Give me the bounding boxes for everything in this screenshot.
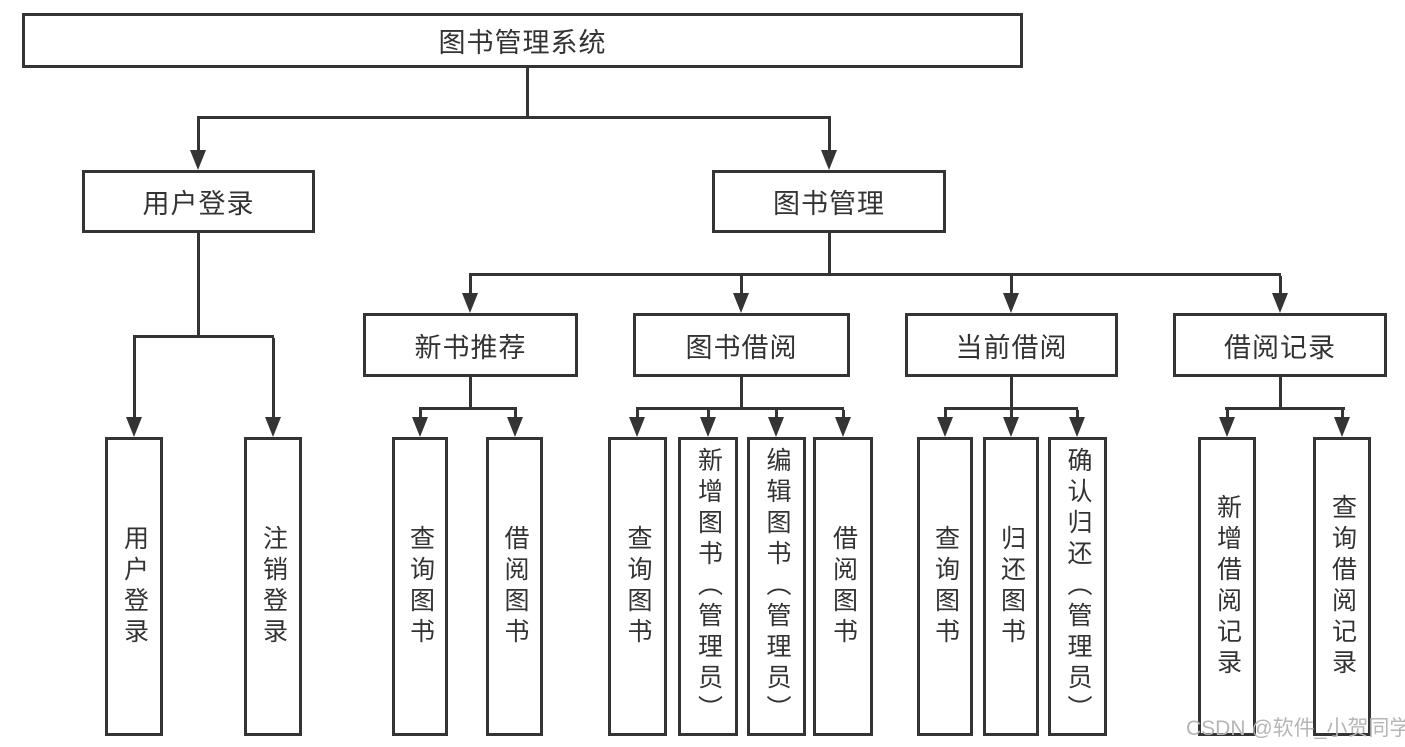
connector-line xyxy=(514,410,517,417)
node-label: 借阅图书 xyxy=(501,524,529,649)
node-leaf-return-book: 归还图书 xyxy=(983,437,1039,736)
node-label: 查询图书 xyxy=(624,524,652,649)
connector-line xyxy=(944,407,1078,410)
node-leaf-query-books: 查询图书 xyxy=(917,437,973,736)
node-label: 编辑图书（管理员） xyxy=(763,447,791,726)
connector-line xyxy=(828,119,831,150)
connector-line xyxy=(828,233,831,276)
connector-line xyxy=(133,338,136,417)
arrowhead xyxy=(733,293,749,313)
connector-line xyxy=(272,338,275,417)
arrowhead xyxy=(629,417,645,437)
connector-line xyxy=(775,410,778,417)
node-leaf-edit-book-admin: 编辑图书（管理员） xyxy=(747,437,806,736)
connector-line xyxy=(1225,407,1345,410)
arrowhead xyxy=(821,150,837,170)
connector-line xyxy=(197,116,831,119)
node-label: 新增图书（管理员） xyxy=(694,447,723,726)
node-leaf-borrow-books: 借阅图书 xyxy=(813,437,873,736)
arrowhead xyxy=(265,417,281,437)
node-library-management-system: 图书管理系统 xyxy=(22,13,1023,68)
arrowhead xyxy=(1003,293,1019,313)
csdn-watermark: CSDN @软件_小贺同学 xyxy=(1186,717,1405,740)
connector-line xyxy=(419,407,517,410)
connector-line xyxy=(526,68,529,119)
connector-line xyxy=(1010,377,1013,410)
node-book-management: 图书管理 xyxy=(712,170,946,233)
connector-line xyxy=(1226,410,1229,417)
node-user-login: 用户登录 xyxy=(82,170,315,233)
connector-line xyxy=(740,276,743,293)
arrowhead xyxy=(1219,417,1235,437)
node-label: 查询图书 xyxy=(406,524,435,649)
connector-line xyxy=(197,233,200,337)
node-book-borrowing: 图书借阅 xyxy=(633,313,850,377)
arrowhead xyxy=(835,417,851,437)
connector-line xyxy=(707,410,710,417)
connector-line xyxy=(197,119,200,150)
connector-line xyxy=(636,407,844,410)
connector-line xyxy=(1010,410,1013,417)
arrowhead xyxy=(700,417,716,437)
node-label: 查询借阅记录 xyxy=(1328,493,1357,680)
node-borrowing-records: 借阅记录 xyxy=(1173,313,1387,377)
node-label: 图书管理 xyxy=(773,189,885,219)
connector-line xyxy=(636,410,639,417)
connector-line xyxy=(133,335,274,338)
connector-line xyxy=(469,273,1281,276)
arrowhead xyxy=(1003,417,1019,437)
node-leaf-add-book-admin: 新增图书（管理员） xyxy=(678,437,738,736)
arrowhead xyxy=(937,417,953,437)
node-leaf-query-books: 查询图书 xyxy=(608,437,667,736)
connector-line xyxy=(1341,410,1344,417)
node-label: 图书借阅 xyxy=(685,332,798,363)
node-label: 归还图书 xyxy=(997,524,1026,649)
connector-line xyxy=(1076,410,1079,417)
node-label: 查询图书 xyxy=(931,524,960,649)
node-new-book-recommendation: 新书推荐 xyxy=(363,313,578,377)
node-label: 新增借阅记录 xyxy=(1213,493,1242,680)
node-label: 确认归还（管理员） xyxy=(1064,447,1092,726)
connector-line xyxy=(1010,276,1013,293)
arrowhead xyxy=(1334,417,1350,437)
node-leaf-borrow-books: 借阅图书 xyxy=(486,437,543,736)
connector-line xyxy=(469,276,472,293)
node-label: 注销登录 xyxy=(259,524,288,649)
arrowhead xyxy=(1069,417,1085,437)
node-label: 借阅图书 xyxy=(829,524,858,649)
node-label: 图书管理系统 xyxy=(438,28,607,58)
arrowhead xyxy=(412,417,428,437)
connector-line xyxy=(1279,377,1282,410)
node-leaf-user-login: 用户登录 xyxy=(105,437,163,736)
node-label: 新书推荐 xyxy=(414,332,527,363)
node-label: 用户登录 xyxy=(142,189,255,219)
node-label: 借阅记录 xyxy=(1224,332,1336,363)
connector-line xyxy=(1279,276,1282,293)
connector-line xyxy=(944,410,947,417)
node-leaf-logout: 注销登录 xyxy=(244,437,302,736)
node-leaf-add-borrow-record: 新增借阅记录 xyxy=(1198,437,1256,736)
arrowhead xyxy=(126,417,142,437)
arrowhead xyxy=(1272,293,1288,313)
arrowhead xyxy=(768,417,784,437)
node-label: 用户登录 xyxy=(120,524,149,649)
connector-line xyxy=(419,410,422,417)
arrowhead xyxy=(507,417,523,437)
connector-line xyxy=(842,410,845,417)
node-leaf-confirm-return-admin: 确认归还（管理员） xyxy=(1048,437,1107,736)
node-leaf-query-books: 查询图书 xyxy=(392,437,448,736)
connector-line xyxy=(469,377,472,410)
arrowhead xyxy=(462,293,478,313)
connector-line xyxy=(740,377,743,410)
arrowhead xyxy=(190,150,206,170)
node-label: 当前借阅 xyxy=(955,332,1068,363)
node-current-borrowing: 当前借阅 xyxy=(905,313,1118,377)
node-leaf-query-borrow-record: 查询借阅记录 xyxy=(1313,437,1371,736)
